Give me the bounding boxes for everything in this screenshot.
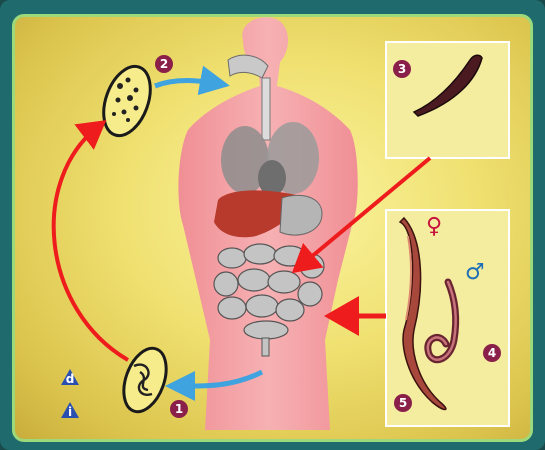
step-badge-5: 5: [394, 394, 412, 412]
step-badge-1: 1: [170, 400, 188, 418]
egg-with-larva-icon: [95, 60, 159, 142]
egg-with-larva-icon: [116, 342, 174, 417]
female-symbol: ♀: [426, 214, 442, 239]
infective-stage-icon: i: [61, 402, 79, 418]
step-badge-4: 4: [483, 344, 501, 362]
step-badge-3: 3: [393, 60, 411, 78]
ingestion-arrow: [155, 81, 220, 87]
human-body-icon: [178, 17, 357, 430]
step-badge-2: 2: [155, 55, 173, 73]
male-symbol: ♂: [465, 260, 485, 285]
diagnostic-stage-icon: d: [61, 369, 79, 385]
development-arrow: [54, 125, 128, 360]
